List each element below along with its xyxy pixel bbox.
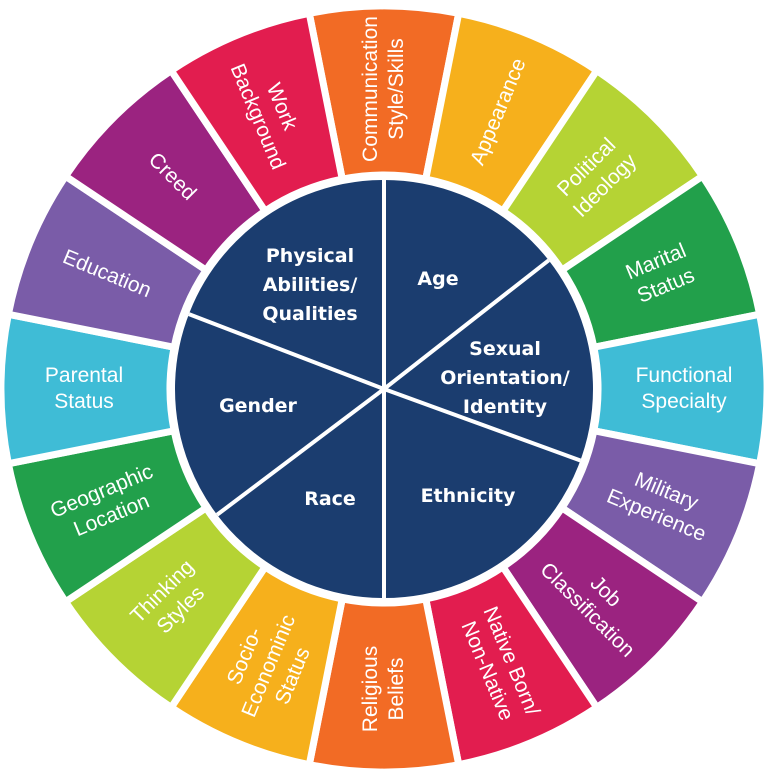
segment-shape bbox=[557, 426, 764, 607]
segment-shape bbox=[166, 9, 347, 216]
slice-divider bbox=[188, 312, 385, 391]
segment-shape bbox=[421, 562, 602, 769]
segment-shape bbox=[60, 503, 270, 713]
segment-shape bbox=[421, 9, 602, 216]
segment-label-line: Communication bbox=[359, 16, 382, 162]
segment-label-line: Status bbox=[54, 390, 114, 413]
segment-shape bbox=[0, 310, 179, 468]
slice-race: Race bbox=[304, 488, 356, 510]
slice-divider bbox=[383, 387, 582, 463]
segment-geographic-location: GeographicLocation bbox=[4, 426, 211, 607]
slice-label-line: Physical bbox=[266, 245, 354, 267]
segment-shape bbox=[4, 171, 211, 352]
segment-marital-status: MaritalStatus bbox=[557, 171, 764, 352]
slice-ethnicity: Ethnicity bbox=[421, 485, 516, 507]
slice-label-line: Abilities/ bbox=[263, 274, 358, 296]
segment-thinking-styles: ThinkingStyles bbox=[60, 503, 270, 713]
segment-shape bbox=[60, 65, 270, 275]
segment-label-line: Style/Skills bbox=[385, 38, 408, 140]
slice-label-line: Qualities bbox=[262, 303, 357, 325]
slice-divider bbox=[215, 387, 386, 517]
slice-label-line: Orientation/ bbox=[440, 367, 570, 389]
segment-shape bbox=[557, 171, 764, 352]
slice-label-line: Race bbox=[304, 488, 356, 510]
segment-military-experience: MilitaryExperience bbox=[557, 426, 764, 607]
segment-shape bbox=[166, 562, 347, 769]
segment-creed: Creed bbox=[60, 65, 270, 275]
segment-shape bbox=[305, 594, 463, 772]
slice-divider bbox=[382, 258, 550, 391]
slice-label-line: Gender bbox=[219, 395, 297, 417]
segment-appearance: Appearance bbox=[421, 9, 602, 216]
segment-native-born-non-native: Native Born/Non-Native bbox=[421, 562, 602, 769]
segment-shape bbox=[4, 426, 211, 607]
segment-political-ideology: PoliticalIdeology bbox=[498, 65, 708, 275]
segment-work-background: WorkBackground bbox=[166, 9, 347, 216]
segment-shape bbox=[589, 310, 768, 468]
segment-education: Education bbox=[4, 171, 211, 352]
slice-label-line: Age bbox=[417, 268, 458, 290]
slice-gender: Gender bbox=[219, 395, 297, 417]
segment-label-line: Parental bbox=[45, 364, 123, 387]
segment-shape bbox=[498, 503, 708, 713]
segment-shape bbox=[305, 2, 463, 184]
slice-age: Age bbox=[417, 268, 458, 290]
segment-socio-econominic-status: Socio-EconominicStatus bbox=[166, 562, 347, 769]
slice-label-line: Sexual bbox=[469, 338, 541, 360]
segment-label-line: Beliefs bbox=[385, 657, 408, 720]
segment-label-line: Religious bbox=[359, 646, 382, 732]
segment-label-line: Specialty bbox=[641, 390, 727, 413]
segment-label-line: Functional bbox=[636, 364, 733, 387]
segment-shape bbox=[498, 65, 708, 275]
slice-label-line: Identity bbox=[463, 396, 548, 418]
slice-label-line: Ethnicity bbox=[421, 485, 516, 507]
